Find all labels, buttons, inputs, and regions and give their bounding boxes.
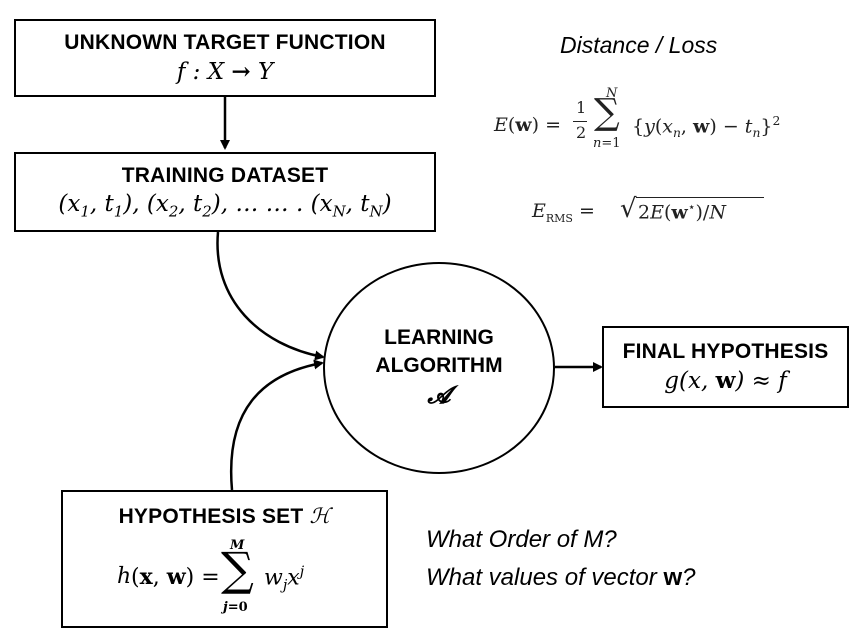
training-dataset-formula: (x1, t1), (x2, t2), … … . (xN, tN): [58, 191, 392, 221]
training-dataset-box: TRAINING DATASET (x1, t1), (x2, t2), … ……: [14, 152, 436, 232]
hypothesis-set-title: HYPOTHESIS SET ℋ: [63, 504, 386, 529]
target-function-formula: f : X → Y: [176, 58, 274, 85]
loss-title: Distance / Loss: [560, 32, 718, 58]
question-weight-text: What values of vector: [426, 564, 657, 591]
arrow-dataset-to-algorithm: [216, 231, 325, 361]
hypothesis-set-title-text: HYPOTHESIS SET: [118, 505, 304, 528]
loss-equation-2: ERMS = √ 2E(w⋆)/N: [532, 190, 772, 234]
final-hypothesis-title: FINAL HYPOTHESIS: [622, 340, 829, 363]
target-function-title: UNKNOWN TARGET FUNCTION: [64, 31, 386, 54]
arrow-hypothesis-to-algorithm: [229, 359, 324, 491]
target-function-box: UNKNOWN TARGET FUNCTION f : X → Y: [14, 19, 436, 97]
question-weight-end: ?: [682, 564, 696, 591]
final-hypothesis-formula: g(x, w) ≈ f: [664, 367, 787, 394]
hypothesis-set-symbol: ℋ: [309, 504, 331, 528]
algorithm-symbol: 𝓐: [427, 380, 451, 409]
training-dataset-title: TRAINING DATASET: [121, 164, 329, 187]
algorithm-line-1: LEARNING: [384, 326, 494, 349]
final-hypothesis-box: FINAL HYPOTHESIS g(x, w) ≈ f: [602, 326, 849, 408]
hypothesis-set-formula: h (x, w) = M ∑ j=0 wjxj: [117, 538, 305, 615]
algorithm-line-2: ALGORITHM: [375, 354, 503, 377]
question-model-order: What Order of M?: [426, 526, 617, 553]
question-weight-vector: w: [663, 564, 683, 591]
loss-equation-1: E(w) = 1 2 N ∑ n=1 {y(xn, w) − tn}2: [494, 86, 781, 151]
hypothesis-set-box: HYPOTHESIS SET ℋ h (x, w) = M ∑ j=0 wjxj: [61, 490, 388, 628]
question-weight-values: What values of vector w?: [426, 564, 695, 592]
learning-algorithm-circle: LEARNING ALGORITHM 𝓐: [323, 262, 555, 474]
